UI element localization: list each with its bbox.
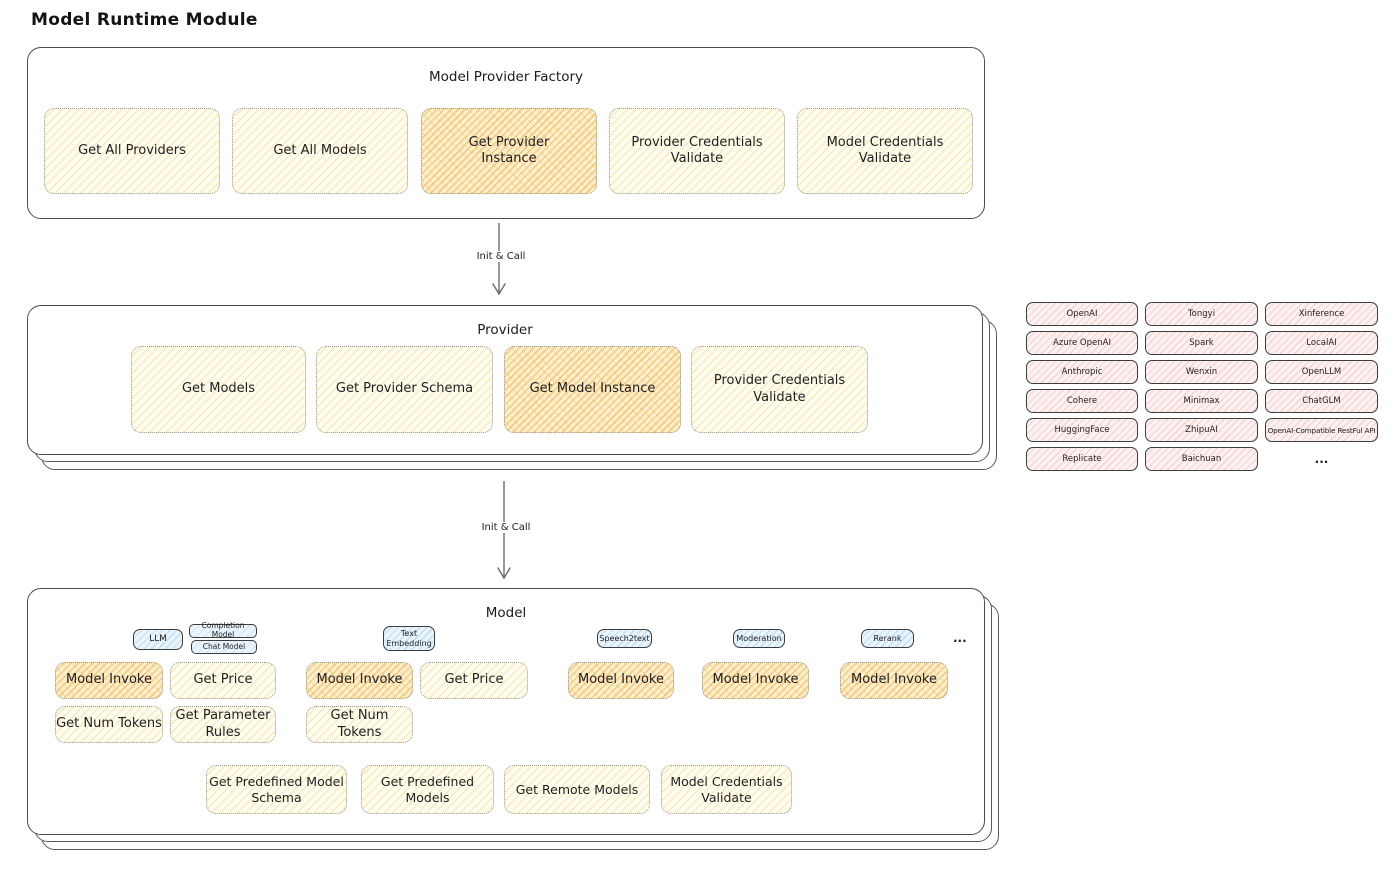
- model-title: Model: [485, 605, 527, 621]
- provider-list-grid: OpenAI Tongyi Xinference Azure OpenAI Sp…: [1026, 302, 1378, 471]
- tag-speech2text: Speech2text: [597, 629, 652, 648]
- node-rerank-model-invoke: Model Invoke: [840, 662, 948, 699]
- tag-moderation: Moderation: [733, 629, 785, 648]
- provider-chip-zhipuai: ZhipuAI: [1145, 418, 1258, 442]
- node-embedding-get-price: Get Price: [420, 662, 528, 699]
- factory-panel: Model Provider Factory Get All Providers…: [27, 47, 985, 219]
- provider-chip-minimax: Minimax: [1145, 389, 1258, 413]
- node-get-predefined-models: Get Predefined Models: [361, 765, 494, 814]
- arrow-label-init-call-2: Init & Call: [478, 522, 534, 533]
- provider-title: Provider: [477, 322, 533, 338]
- provider-chip-chatglm: ChatGLM: [1265, 389, 1378, 413]
- node-provider-credentials-validate: Provider Credentials Validate: [609, 108, 785, 194]
- node-embedding-get-num-tokens: Get Num Tokens: [306, 706, 413, 743]
- node-provider-credentials-validate-2: Provider Credentials Validate: [691, 346, 868, 433]
- tag-llm: LLM: [133, 629, 183, 650]
- provider-chip-azure-openai: Azure OpenAI: [1026, 331, 1138, 355]
- diagram-title: Model Runtime Module: [31, 10, 258, 30]
- factory-title: Model Provider Factory: [428, 69, 583, 85]
- tag-chat-model: Chat Model: [191, 640, 257, 654]
- provider-chip-huggingface: HuggingFace: [1026, 418, 1138, 442]
- node-get-model-instance: Get Model Instance: [504, 346, 681, 433]
- provider-chip-localai: LocalAI: [1265, 331, 1378, 355]
- provider-chip-openllm: OpenLLM: [1265, 360, 1378, 384]
- node-get-all-models: Get All Models: [232, 108, 408, 194]
- node-embedding-model-invoke: Model Invoke: [306, 662, 413, 699]
- provider-chip-cohere: Cohere: [1026, 389, 1138, 413]
- provider-chip-tongyi: Tongyi: [1145, 302, 1258, 326]
- model-tags-more-dots: ...: [953, 631, 967, 645]
- provider-chip-openai-compatible: OpenAI-Compatible RestFul API: [1265, 418, 1378, 442]
- node-get-all-providers: Get All Providers: [44, 108, 220, 194]
- node-llm-get-price: Get Price: [170, 662, 276, 699]
- node-llm-get-parameter-rules: Get Parameter Rules: [170, 706, 276, 743]
- provider-list-more-dots: ...: [1314, 452, 1329, 466]
- node-moderation-model-invoke: Model Invoke: [702, 662, 809, 699]
- provider-chip-xinference: Xinference: [1265, 302, 1378, 326]
- node-get-provider-instance: Get Provider Instance: [421, 108, 597, 194]
- provider-chip-openai: OpenAI: [1026, 302, 1138, 326]
- tag-text-embedding: Text Embedding: [383, 626, 435, 651]
- model-panel: Model LLM Completion Model Chat Model Te…: [27, 588, 985, 835]
- provider-panel: Provider Get Models Get Provider Schema …: [27, 305, 983, 455]
- node-get-remote-models: Get Remote Models: [504, 765, 650, 814]
- node-speech2text-model-invoke: Model Invoke: [568, 662, 674, 699]
- node-llm-model-invoke: Model Invoke: [55, 662, 163, 699]
- provider-chip-spark: Spark: [1145, 331, 1258, 355]
- provider-chip-baichuan: Baichuan: [1145, 447, 1258, 471]
- tag-completion-model: Completion Model: [189, 622, 257, 639]
- node-model-credentials-validate-2: Model Credentials Validate: [661, 765, 792, 814]
- node-get-provider-schema: Get Provider Schema: [316, 346, 493, 433]
- node-get-predefined-model-schema: Get Predefined Model Schema: [206, 765, 347, 814]
- node-model-credentials-validate: Model Credentials Validate: [797, 108, 973, 194]
- provider-chip-wenxin: Wenxin: [1145, 360, 1258, 384]
- provider-chip-replicate: Replicate: [1026, 447, 1138, 471]
- provider-chip-anthropic: Anthropic: [1026, 360, 1138, 384]
- tag-rerank: Rerank: [861, 629, 914, 648]
- node-get-models: Get Models: [131, 346, 306, 433]
- arrow-label-init-call-1: Init & Call: [473, 251, 529, 262]
- node-llm-get-num-tokens: Get Num Tokens: [55, 706, 163, 743]
